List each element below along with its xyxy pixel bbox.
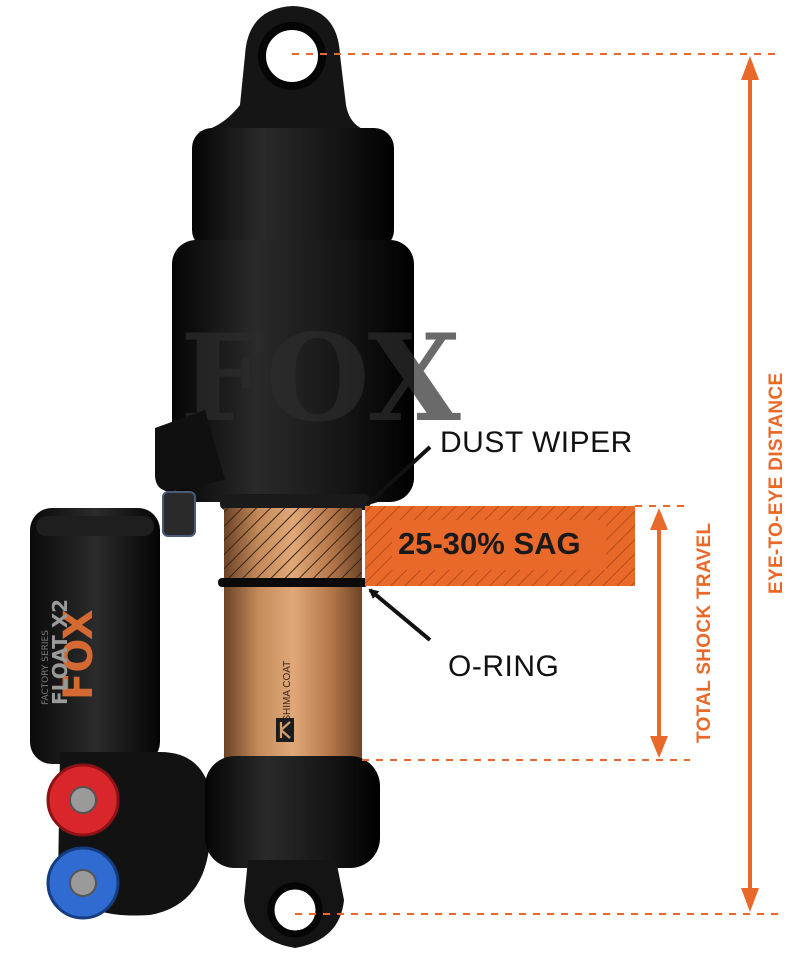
svg-text:KASHIMA COAT: KASHIMA COAT (282, 661, 293, 735)
eye-to-eye-label: EYE-TO-EYE DISTANCE (766, 372, 787, 594)
float-x2-marking: FLOAT X2 (48, 599, 72, 705)
total-shock-travel-label: TOTAL SHOCK TRAVEL (694, 522, 715, 743)
fox-logo: FOX (56, 609, 102, 700)
compression-knob[interactable] (46, 846, 120, 920)
kashima-marking: KASHIMA COAT (282, 661, 293, 735)
rebound-knob[interactable] (46, 763, 120, 837)
dust-wiper (220, 494, 370, 510)
air-can: FOX (155, 128, 461, 537)
bottom-eyelet (267, 882, 323, 938)
fox-watermark: FOX (180, 308, 461, 449)
series-marking: FACTORY SERIES (41, 630, 51, 705)
o-ring-arrow (368, 588, 432, 642)
sag-hatch-stanchion (224, 508, 362, 584)
top-eyelet (198, 6, 372, 132)
dust-wiper-label: DUST WIPER (440, 426, 633, 459)
reservoir: FOX FLOAT X2 FACTORY SERIES (30, 508, 160, 764)
o-ring-label: O-RING (448, 650, 560, 683)
sag-box (365, 506, 635, 586)
dust-wiper-arrow (366, 445, 432, 506)
sag-label: 25-30% SAG (398, 526, 581, 561)
total-travel-arrow (650, 508, 668, 758)
eye-to-eye-arrow (741, 56, 759, 912)
o-ring (218, 578, 368, 587)
kashima-k-logo (276, 718, 294, 742)
stanchion: KASHIMA COAT (218, 508, 368, 763)
reference-lines (292, 53, 778, 915)
